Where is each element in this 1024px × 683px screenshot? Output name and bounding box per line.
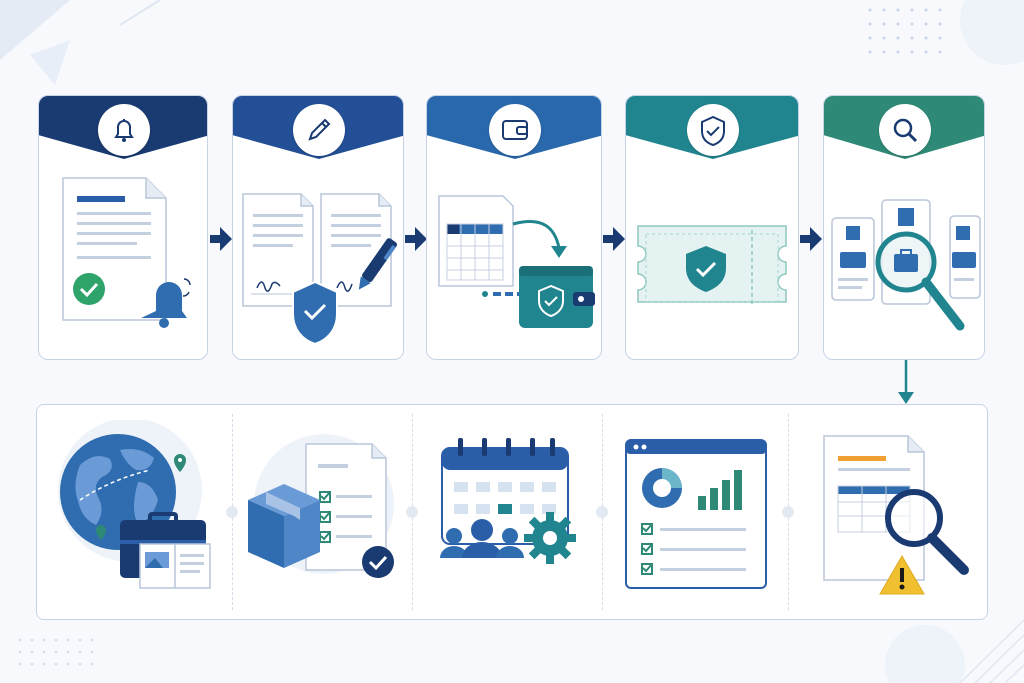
bell-icon-badge [98, 104, 150, 156]
dot-grid-bottom-left [18, 638, 94, 666]
signed-documents-illustration [242, 193, 397, 346]
dashboard-icon [625, 439, 767, 589]
calendar-team-icon [440, 438, 576, 564]
magnifier-icon-badge [879, 104, 931, 156]
shield-check-icon-badge [687, 104, 739, 156]
flow-arrow-2 [405, 227, 427, 251]
step-card-3 [426, 95, 602, 360]
wallet-icon [502, 120, 528, 140]
step-card-2 [232, 95, 404, 360]
dot-grid-top-right [868, 8, 942, 54]
package-checklist-icon [248, 434, 394, 578]
connector-down-arrow [898, 360, 914, 404]
divider-dot-2 [406, 506, 418, 518]
bell-icon [114, 119, 134, 142]
step-card-4 [625, 95, 799, 360]
report-audit-icon [823, 435, 969, 595]
divider-dot-3 [596, 506, 608, 518]
document-bell-illustration [62, 177, 191, 328]
divider-dot-4 [782, 506, 794, 518]
table-to-wallet-illustration [438, 195, 595, 328]
flow-arrow-1 [210, 227, 232, 251]
wallet-icon-badge [489, 104, 541, 156]
diagonal-lines-bottom-right [959, 619, 1024, 683]
pen-icon-badge [293, 104, 345, 156]
pen-icon [308, 118, 331, 141]
step-card-5 [823, 95, 985, 360]
flow-arrow-3 [603, 227, 625, 251]
secured-ticket-illustration [637, 225, 787, 306]
step-card-1 [38, 95, 208, 360]
divider-dot-1 [226, 506, 238, 518]
shield-check-icon [701, 115, 725, 147]
magnifier-icon [893, 118, 918, 143]
company-profiles-illustration [831, 199, 981, 331]
flow-arrow-4 [800, 227, 822, 251]
globe-travel-icon [58, 420, 211, 589]
